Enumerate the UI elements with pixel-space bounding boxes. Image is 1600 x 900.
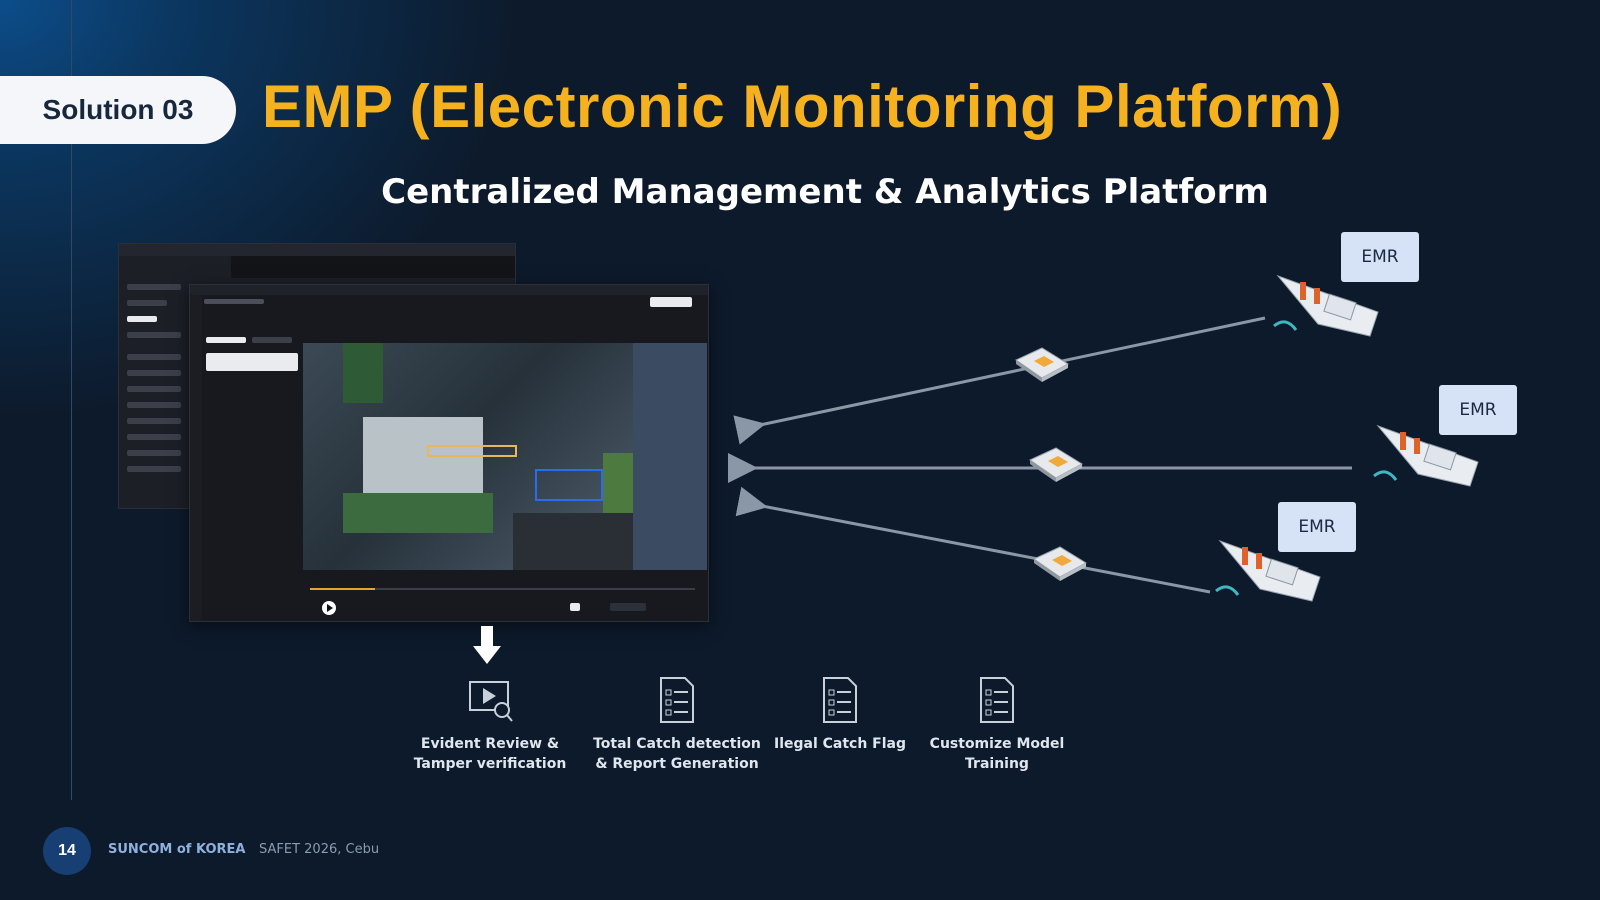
footer-event: SAFET 2026, Cebu [259, 842, 380, 857]
fishing-boat-icon [1215, 539, 1321, 602]
video-timeline[interactable] [310, 588, 695, 590]
vessel-camera-frame [303, 343, 707, 570]
feature-label: Ilegal Catch Flag [773, 736, 907, 752]
emr-label: EMR [1439, 385, 1517, 435]
feature-evident-review: Evident Review & Tamper verification [410, 676, 570, 774]
fishing-boat-icon [1373, 424, 1479, 487]
storage-drive-icon [1014, 347, 1070, 382]
platform-screenshot-front [189, 284, 709, 622]
arrow-down-icon [473, 626, 501, 664]
footer-company: SUNCOM of KOREA [108, 842, 246, 857]
report-document-icon [660, 677, 694, 723]
fishing-boat-icon [1273, 274, 1379, 337]
slide-subtitle: Centralized Management & Analytics Platf… [381, 172, 1269, 212]
solution-label: Solution 03 [42, 94, 194, 125]
detection-box [535, 469, 603, 501]
emr-label: EMR [1278, 502, 1356, 552]
page-number: 14 [43, 827, 91, 875]
feature-model-training: Customize Model Training [922, 676, 1072, 774]
checklist-document-icon [823, 677, 857, 723]
feature-illegal-catch: Ilegal Catch Flag [770, 676, 910, 754]
storage-drive-icon [1028, 447, 1084, 482]
left-vertical-rule [71, 0, 72, 800]
feature-label: Total Catch detection & Report Generatio… [593, 736, 761, 772]
feature-label: Evident Review & Tamper verification [413, 736, 567, 772]
checklist-document-icon [980, 677, 1014, 723]
video-search-icon [469, 681, 513, 722]
slide-title: EMP (Electronic Monitoring Platform) [262, 73, 1343, 140]
emr-label: EMR [1341, 232, 1419, 282]
storage-drive-icon [1032, 546, 1088, 581]
feature-total-catch: Total Catch detection & Report Generatio… [592, 676, 762, 774]
solution-badge: Solution 03 [0, 76, 236, 144]
play-icon[interactable] [322, 601, 336, 615]
detection-box [427, 445, 517, 457]
feature-label: Customize Model Training [929, 736, 1065, 772]
footer-separator: · [241, 840, 246, 855]
